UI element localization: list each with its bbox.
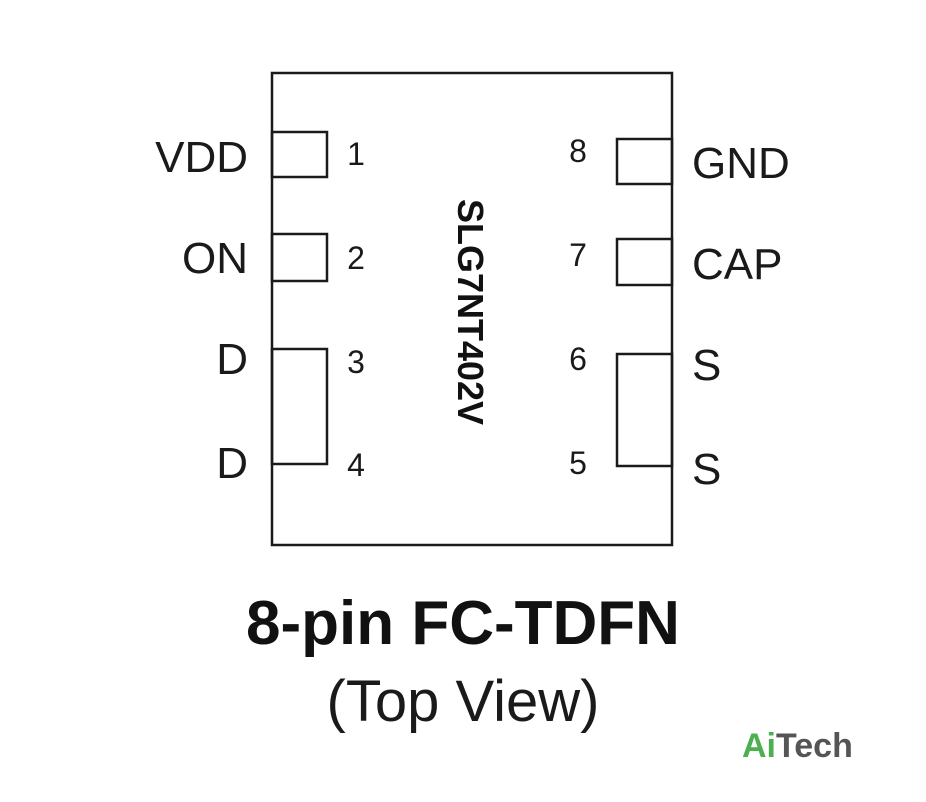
pin-number-1: 1 [347, 136, 365, 172]
pin-number-3: 3 [347, 344, 365, 380]
watermark-suffix: Tech [776, 727, 853, 765]
pin-name-3: D [216, 335, 248, 384]
pin-number-2: 2 [347, 240, 365, 276]
pad-pin-7 [615, 237, 674, 287]
watermark-logo: AiTech [742, 726, 853, 766]
pin-number-5: 5 [569, 445, 587, 481]
pad-pins-6-5 [615, 352, 674, 468]
watermark-prefix: Ai [742, 727, 776, 765]
pad-pins-3-4 [270, 347, 329, 466]
pinout-diagram: VDD ON D D 1 2 3 4 8 7 6 5 GND CAP S S S… [155, 71, 790, 547]
pad-pin-1 [270, 130, 329, 179]
pin-name-2: ON [182, 234, 248, 283]
pin-name-5: S [692, 445, 721, 494]
package-title: 8-pin FC-TDFN [246, 589, 680, 658]
package-view: (Top View) [326, 669, 600, 734]
pin-name-6: S [692, 341, 721, 390]
package-body [270, 71, 674, 547]
pad-pin-8 [615, 137, 674, 186]
pin-number-4: 4 [347, 447, 365, 483]
pin-number-8: 8 [569, 133, 587, 169]
part-number: SLG7NT402V [450, 199, 491, 425]
pad-pin-2 [270, 232, 329, 283]
pin-name-7: CAP [692, 240, 782, 289]
pin-number-6: 6 [569, 341, 587, 377]
pin-name-1: VDD [155, 133, 248, 182]
pin-name-8: GND [692, 139, 790, 188]
pin-number-7: 7 [569, 237, 587, 273]
pin-name-4: D [216, 439, 248, 488]
